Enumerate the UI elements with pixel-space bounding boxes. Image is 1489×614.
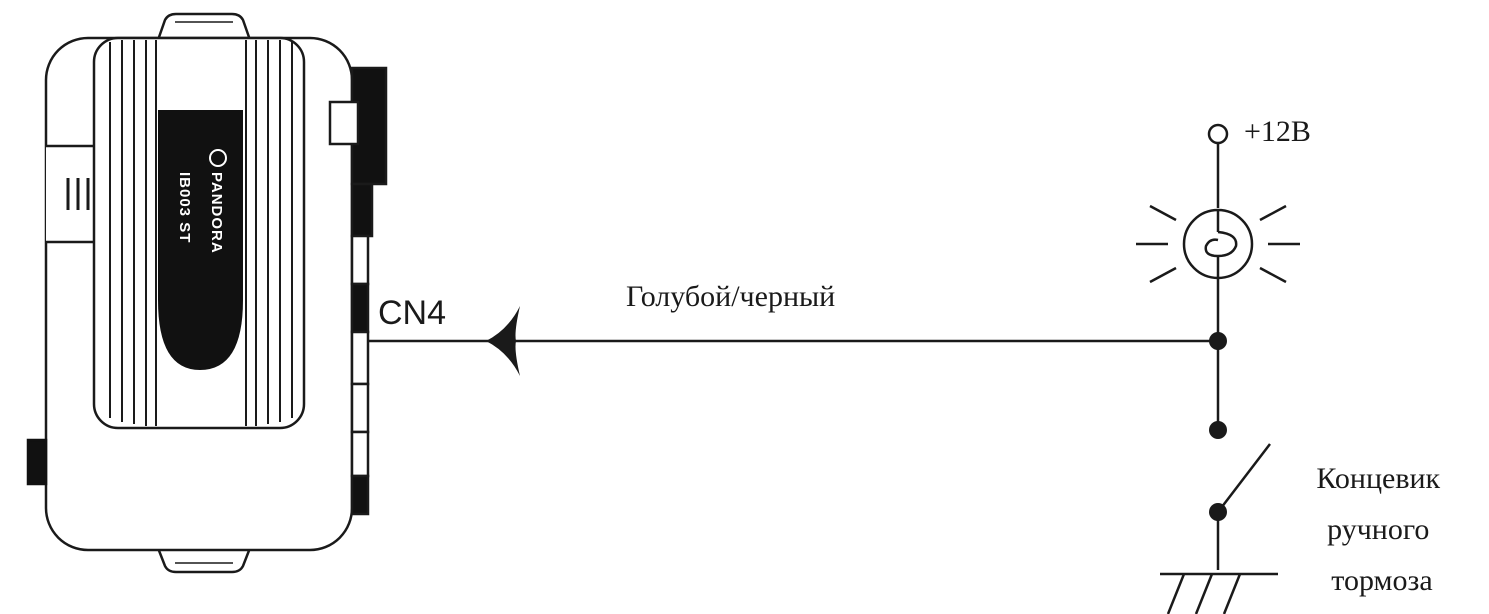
wire-color-label: Голубой/черный: [626, 280, 835, 313]
switch-lever-icon: [1217, 443, 1271, 513]
power-terminal-icon: [1207, 123, 1229, 145]
device-model: IB003 ST: [176, 172, 193, 243]
switch-label-line: тормоза: [1331, 564, 1432, 597]
switch-contact-dot: [1209, 421, 1227, 439]
switch-label: Концевик ручного тормоза: [1316, 462, 1447, 597]
junction-dot: [1209, 332, 1227, 350]
wire-arrow-icon: [486, 306, 520, 376]
power-label: +12В: [1244, 115, 1311, 148]
switch-label-line: Концевик: [1316, 462, 1440, 495]
housing-ribs: [109, 40, 293, 426]
device-label-plate: PANDORA IB003 ST: [158, 110, 243, 370]
switch-label-line: ручного: [1327, 513, 1429, 546]
right-connectors: [328, 66, 388, 516]
ground-icon: [1160, 572, 1278, 614]
lamp-icon: [1136, 204, 1300, 284]
connector-label: CN4: [378, 294, 446, 332]
device-brand: PANDORA: [208, 172, 225, 254]
